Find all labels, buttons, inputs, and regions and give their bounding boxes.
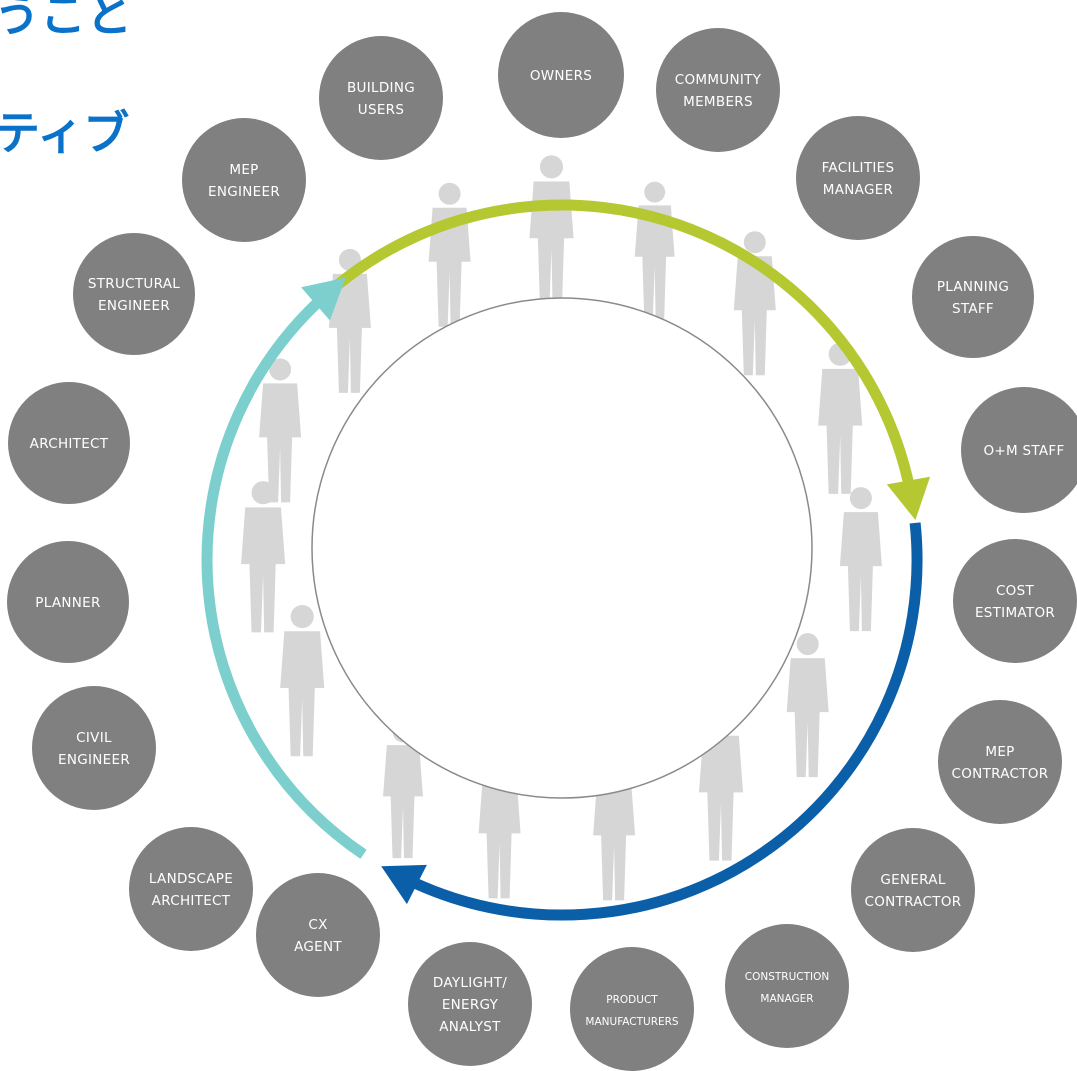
node-label: BUILDING [347, 80, 415, 96]
person-silhouette [634, 181, 675, 319]
node-mep-contractor: MEP CONTRACTOR [938, 700, 1062, 824]
node-label: MEP [229, 162, 258, 178]
node-om-staff: O+M STAFF [961, 387, 1077, 513]
node-circle [73, 233, 195, 355]
node-landscape-architect: LANDSCAPE ARCHITECT [129, 827, 253, 951]
person-silhouette [280, 605, 325, 757]
node-label: USERS [358, 102, 404, 118]
arrow-arc-blue [398, 522, 923, 921]
node-label: STRUCTURAL [88, 276, 180, 292]
node-construction-manager: CONSTRUCTION MANAGER [725, 924, 849, 1048]
node-label: CONSTRUCTION [745, 971, 829, 983]
node-label: MEMBERS [683, 94, 753, 110]
node-label: CX [308, 917, 327, 933]
people-silhouettes [241, 155, 882, 901]
node-label: ANALYST [439, 1019, 501, 1035]
node-daylight-energy-analyst: DAYLIGHT/ENERGY ANALYST [408, 942, 532, 1066]
person-silhouette [428, 182, 471, 327]
stakeholder-nodes: OWNERS COMMUNITY MEMBERS FACILITIES MANAGER P… [7, 12, 1077, 1071]
node-product-manufacturers: PRODUCT MANUFACTURERS [570, 947, 694, 1071]
person-silhouette [529, 155, 574, 307]
node-label: MEP [985, 744, 1014, 760]
person-silhouette [786, 633, 829, 778]
node-building-users: BUILDING USERS [319, 36, 443, 160]
node-label: FACILITIES [822, 160, 895, 176]
arrow-head-green [886, 476, 931, 520]
node-label: STAFF [952, 301, 994, 317]
node-label: OWNERS [530, 68, 592, 84]
node-label: ENGINEER [208, 184, 280, 200]
node-structural-engineer: STRUCTURAL ENGINEER [73, 233, 195, 355]
node-label: ESTIMATOR [975, 605, 1055, 621]
node-label: PLANNER [35, 595, 100, 611]
node-circle [8, 382, 130, 504]
node-circle [961, 387, 1077, 513]
node-circle [938, 700, 1062, 824]
arrow-arc-green [335, 199, 919, 512]
node-circle [498, 12, 624, 138]
node-cost-estimator: COST ESTIMATOR [953, 539, 1077, 663]
node-label: CONTRACTOR [865, 894, 962, 910]
node-circle [953, 539, 1077, 663]
arrow-head-blue [381, 864, 427, 905]
node-planning-staff: PLANNING STAFF [912, 236, 1034, 358]
node-circle [796, 116, 920, 240]
person-silhouette [839, 487, 882, 632]
node-label: O+M STAFF [983, 443, 1064, 459]
node-label: CIVIL [76, 730, 112, 746]
node-label: ENGINEER [98, 298, 170, 314]
node-civil-engineer: CIVIL ENGINEER [32, 686, 156, 810]
node-circle [656, 28, 780, 152]
inner-ring [311, 297, 813, 799]
node-architect: ARCHITECT [8, 382, 130, 504]
node-label: COST [996, 583, 1035, 599]
person-silhouette [241, 481, 286, 633]
node-label: AGENT [294, 939, 342, 955]
node-label: COMMUNITY [675, 72, 762, 88]
node-label: DAYLIGHT/ [433, 975, 507, 991]
node-cx-agent: CX AGENT [256, 873, 380, 997]
arrow-arc-teal [201, 287, 367, 859]
node-circle [7, 541, 129, 663]
node-circle [32, 686, 156, 810]
person-silhouette [733, 231, 776, 376]
node-label: CONTRACTOR [952, 766, 1049, 782]
node-planner: PLANNER [7, 541, 129, 663]
cycle-arrows [201, 199, 931, 921]
node-label: MANAGER [823, 182, 893, 198]
node-owners: OWNERS [498, 12, 624, 138]
node-circle [129, 827, 253, 951]
node-community-members: COMMUNITY MEMBERS [656, 28, 780, 152]
node-circle [256, 873, 380, 997]
node-label: PLANNING [937, 279, 1009, 295]
heading-fragment-2: ティブ [0, 106, 130, 160]
node-label: LANDSCAPE [149, 871, 233, 887]
node-label: ENGINEER [58, 752, 130, 768]
node-circle [182, 118, 306, 242]
node-label: ARCHITECT [30, 436, 109, 452]
node-circle [408, 942, 532, 1066]
node-label: GENERAL [880, 872, 945, 888]
node-general-contractor: GENERAL CONTRACTOR [851, 828, 975, 952]
node-circle [912, 236, 1034, 358]
node-mep-engineer: MEP ENGINEER [182, 118, 306, 242]
node-circle [725, 924, 849, 1048]
node-facilities-manager: FACILITIES MANAGER [796, 116, 920, 240]
node-circle [570, 947, 694, 1071]
heading-fragment-1: うこと [0, 0, 132, 42]
node-label: MANUFACTURERS [585, 1016, 679, 1028]
node-circle [851, 828, 975, 952]
node-circle [319, 36, 443, 160]
node-label: PRODUCT [606, 994, 658, 1006]
node-label: ARCHITECT [152, 893, 231, 909]
person-silhouette [259, 358, 302, 503]
node-label: MANAGER [760, 993, 813, 1005]
node-label: ENERGY [442, 997, 499, 1013]
arrow-head-teal [301, 277, 346, 321]
